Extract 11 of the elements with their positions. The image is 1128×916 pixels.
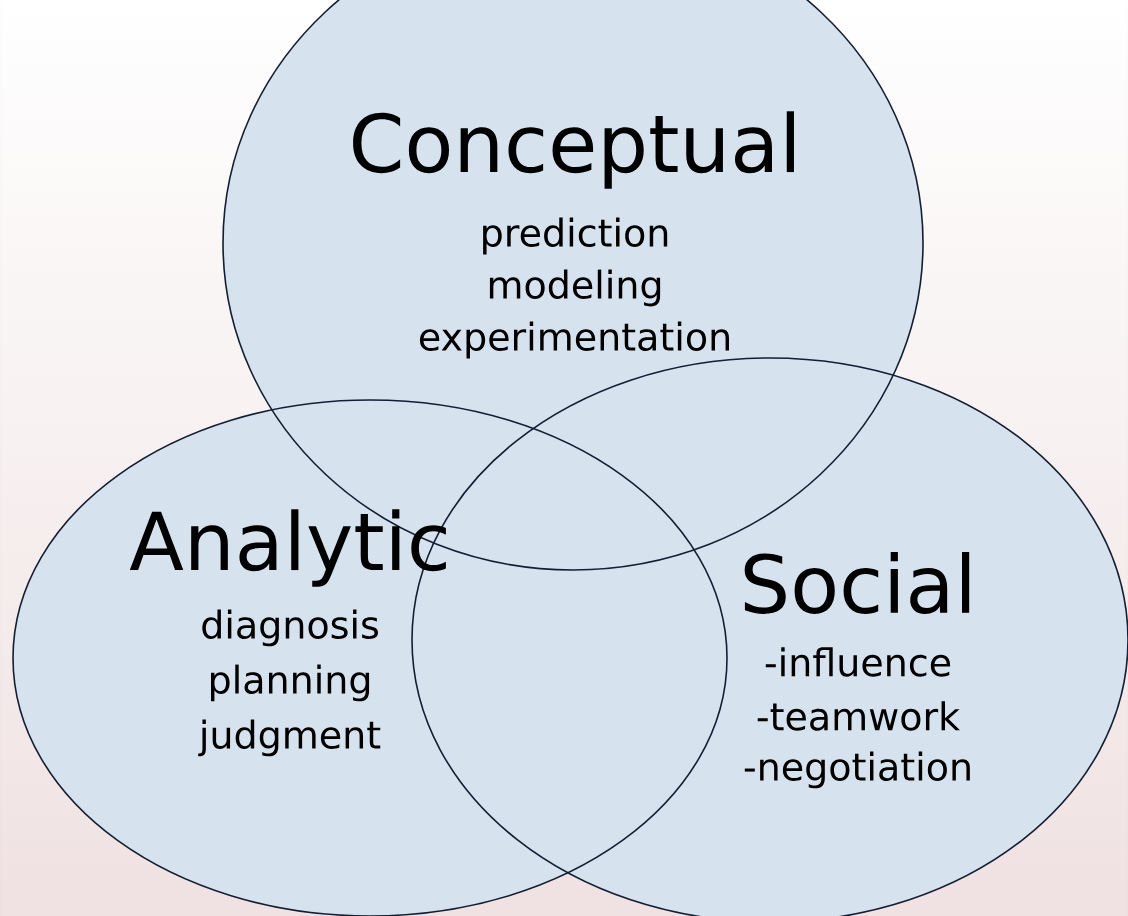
circle-title: Social [744, 552, 970, 614]
skill-item: planning [211, 664, 370, 702]
skill-item: -negotiation [744, 751, 970, 789]
skill-item: judgment [198, 719, 381, 757]
skill-item: prediction [483, 217, 668, 255]
circle-title: Conceptual [353, 111, 794, 189]
skill-item: diagnosis [202, 609, 378, 647]
skill-item: modeling [489, 269, 661, 307]
skill-item: -influence [765, 647, 951, 677]
skill-item: -teamwork [757, 701, 960, 731]
skill-item: experimentation [419, 321, 729, 359]
